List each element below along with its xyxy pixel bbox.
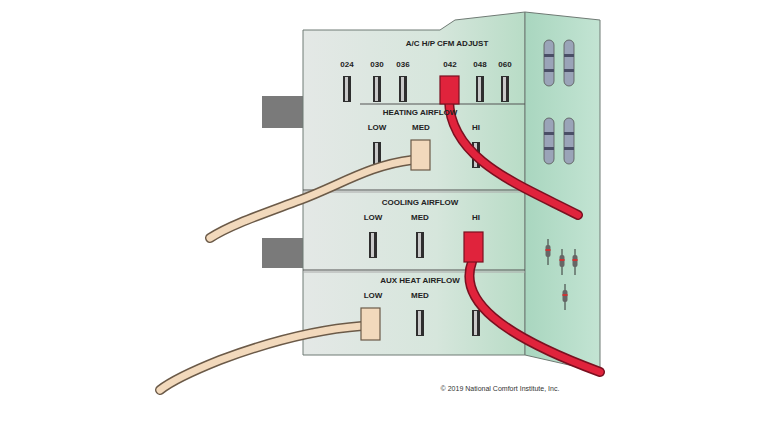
tap-label: 042 <box>443 60 456 70</box>
copyright-note: © 2019 National Comfort Institute, Inc. <box>441 385 560 392</box>
tap-label: LOW <box>368 123 387 133</box>
tap-label: 030 <box>370 60 383 70</box>
tap-label: 036 <box>396 60 409 70</box>
heating-airflow-band: HEATING AIRFLOW LOW MED HI <box>305 108 520 142</box>
section-heading: HEATING AIRFLOW <box>383 108 458 118</box>
tap-label: LOW <box>364 291 383 301</box>
left-block <box>262 238 306 268</box>
tap-label: MED <box>412 123 430 133</box>
left-block <box>262 96 306 128</box>
section-heading: A/C H/P CFM ADJUST <box>406 39 489 49</box>
tap-label: 024 <box>340 60 353 70</box>
aux-heat-airflow-band: AUX HEAT AIRFLOW LOW MED <box>305 274 520 310</box>
tap-label: LOW <box>364 213 383 223</box>
tap-label: MED <box>411 213 429 223</box>
section-heading: COOLING AIRFLOW <box>382 198 459 208</box>
tap-label: HI <box>472 213 480 223</box>
tap-label: HI <box>472 123 480 133</box>
red-wire <box>440 76 600 372</box>
tap-label: 060 <box>498 60 511 70</box>
cfm-adjust-band: A/C H/P CFM ADJUST 024 030 036 042 048 060 <box>305 38 520 78</box>
tap-label: MED <box>411 291 429 301</box>
tap-label: 048 <box>473 60 486 70</box>
section-heading: AUX HEAT AIRFLOW <box>380 276 460 286</box>
cooling-airflow-band: COOLING AIRFLOW LOW MED HI <box>305 194 520 232</box>
beige-wire <box>160 140 430 390</box>
